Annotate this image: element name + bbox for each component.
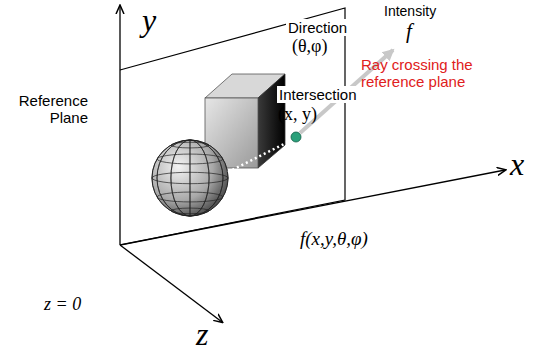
angle-coordinates: (θ,φ) (292, 36, 328, 57)
sphere (152, 140, 228, 216)
plane-equation: z = 0 (44, 294, 81, 315)
axis-label: x (510, 146, 524, 183)
axis-label: y (142, 2, 156, 39)
quantity-label: Direction (286, 19, 349, 36)
y-axis (119, 6, 120, 245)
z-axis (120, 245, 222, 322)
function-label: f(x,y,θ,φ) (300, 228, 368, 250)
quantity-label: Intensity (384, 3, 436, 19)
quantity-label: Intersection (277, 86, 359, 103)
ray-behind-plane (228, 140, 292, 172)
quantity-symbol: f (406, 19, 412, 43)
plane-label: Reference Plane (8, 92, 88, 127)
position-coordinates: (x, y) (278, 104, 317, 125)
axis-label: z (196, 316, 208, 353)
reference-plane (120, 8, 345, 245)
intersection-dot (291, 132, 301, 142)
ray-note: Ray crossing the reference plane (361, 56, 479, 91)
